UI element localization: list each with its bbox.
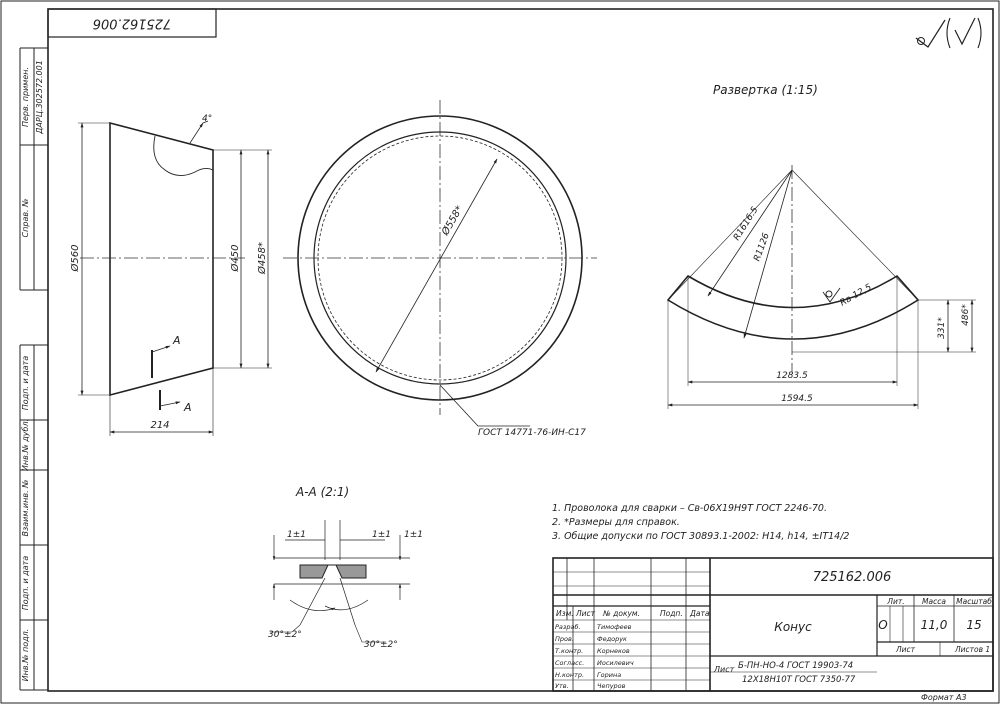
- strip-first-use-value: ДАРЦ.302572.001: [35, 60, 44, 135]
- doc-number-rotated: 725162.006: [93, 16, 172, 31]
- section-angle-2: 30°±2°: [364, 640, 398, 650]
- strip-sign-date-2: Подп. и дата: [21, 556, 30, 611]
- title-block: [552, 557, 994, 692]
- tb-col-izm: Изм.: [556, 609, 574, 618]
- weld-note: ГОСТ 14771-76-ИН-С17: [478, 428, 586, 438]
- section-mark-bottom: A: [183, 401, 192, 414]
- tb-role-3: Т.контр.: [555, 647, 583, 655]
- section-angle-1: 30°±2°: [268, 630, 302, 640]
- front-view: [283, 100, 597, 427]
- strip-inv-dupl: Инв.№ дубл.: [21, 419, 30, 471]
- note-2: 2. *Размеры для справок.: [552, 517, 680, 528]
- note-3: 3. Общие допуски по ГОСТ 30893.1-2002: Н…: [552, 531, 849, 542]
- section-gap-2: 1±1: [372, 530, 391, 540]
- tb-person-1: Тимофеев: [597, 623, 632, 631]
- side-angle-label: 4°: [202, 114, 212, 124]
- tb-person-2: Федорук: [597, 635, 627, 643]
- section-title: А-А (2:1): [295, 485, 349, 499]
- dev-chord-outer: 1594.5: [781, 394, 813, 404]
- tb-role-1: Разраб.: [555, 623, 581, 631]
- section-gap-3: 1±1: [404, 530, 423, 540]
- strip-first-use-label: Перв. примен.: [21, 67, 30, 127]
- format-label: Формат А3: [921, 693, 967, 702]
- tb-designation: 725162.006: [813, 570, 892, 585]
- side-dia-ref: Ø458*: [256, 242, 268, 275]
- roughness-icon: [915, 17, 982, 49]
- strip-replace-inv: Взаим.инв. №: [21, 480, 30, 537]
- side-view: [78, 120, 272, 436]
- tb-role-4: Согласс.: [555, 659, 584, 667]
- tb-col-sign: Подп.: [660, 609, 683, 618]
- tb-person-3: Корнеков: [597, 647, 630, 655]
- side-dia-mid: Ø450: [229, 245, 241, 273]
- tb-mass-value: 11,0: [921, 618, 948, 632]
- side-length: 214: [150, 420, 169, 431]
- strip-reference-label: Справ. №: [21, 199, 30, 238]
- tb-scale-value: 15: [966, 618, 981, 632]
- strip-inv-original: Инв.№ подл.: [21, 629, 30, 682]
- tb-mass-label: Масса: [922, 597, 946, 606]
- side-dia-outer: Ø560: [69, 245, 81, 273]
- dev-roughness: Ra 12,5: [839, 282, 874, 308]
- tb-col-list: Лист: [575, 609, 596, 618]
- dev-height-outer: 486*: [961, 304, 971, 326]
- tb-col-date: Дата: [689, 609, 710, 618]
- doc-number-box: [47, 8, 217, 38]
- tb-lit-value: О: [878, 618, 887, 632]
- tb-scale-label: Масштаб: [956, 597, 992, 606]
- dev-radius-inner: R1126: [752, 232, 771, 263]
- tb-material-prefix: Лист: [713, 665, 735, 674]
- note-1: 1. Проволока для сварки – Св-06Х19Н9Т ГО…: [552, 503, 827, 514]
- dev-chord-inner: 1283.5: [776, 371, 808, 381]
- tb-person-5: Горина: [597, 671, 621, 679]
- tb-material-line2: 12Х18Н10Т ГОСТ 7350-77: [742, 675, 856, 685]
- tb-lit-label: Лит.: [886, 597, 904, 606]
- tb-part-name: Конус: [774, 620, 812, 634]
- tb-role-5: Н.контр.: [555, 671, 584, 679]
- tb-person-4: Иосилевич: [597, 659, 634, 667]
- development-title: Развертка (1:15): [713, 83, 818, 97]
- tb-material-line1: Б-ПН-НО-4 ГОСТ 19903-74: [738, 661, 853, 671]
- tb-role-2: Пров.: [555, 635, 574, 643]
- tb-sheets-label: Листов 1: [954, 645, 990, 654]
- tb-sheet-label: Лист: [895, 645, 916, 654]
- tb-person-6: Чепуров: [597, 682, 626, 690]
- left-strip: [19, 47, 48, 691]
- dev-height-inner: 331*: [937, 317, 947, 339]
- tb-role-6: Утв.: [555, 682, 569, 690]
- section-view: [270, 520, 410, 643]
- strip-sign-date-1: Подп. и дата: [21, 356, 30, 411]
- drawing-frame: [47, 8, 994, 692]
- development-view: [666, 165, 976, 409]
- section-mark-top: A: [172, 334, 181, 347]
- tb-col-doc: № докум.: [602, 609, 640, 618]
- section-gap-1: 1±1: [287, 530, 306, 540]
